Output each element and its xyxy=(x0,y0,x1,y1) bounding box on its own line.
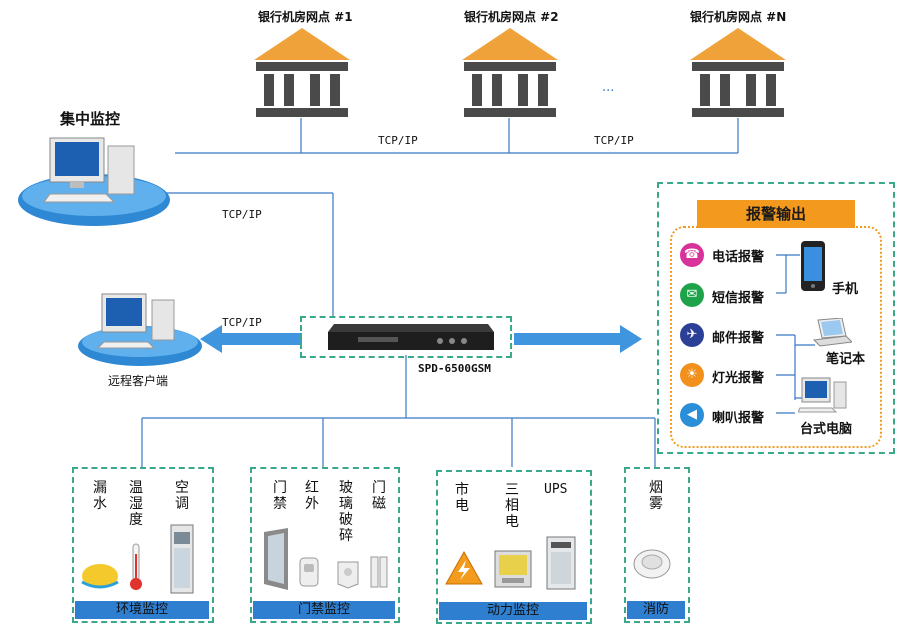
desktop-computer-icon xyxy=(78,293,202,366)
alarm-item-sms: 短信报警 xyxy=(712,291,765,306)
rack-device-icon xyxy=(328,324,494,350)
group-item-label: 空调 xyxy=(175,480,189,512)
sms-icon: ✉ xyxy=(680,283,704,307)
alarm-item-mail: 邮件报警 xyxy=(712,331,765,346)
infrared-sensor-icon xyxy=(299,557,319,587)
phone-icon: ☎ xyxy=(680,243,704,267)
group-item-label: 温湿度 xyxy=(129,480,143,528)
bank-2: 银行机房网点 #2 xyxy=(458,8,568,120)
alarm-item-light: 灯光报警 xyxy=(712,371,765,386)
protocol-label-bus-1: TCP/IP xyxy=(378,134,418,147)
device-model-label: SPD-6500GSM xyxy=(418,362,491,375)
protocol-label-remote: TCP/IP xyxy=(222,316,262,329)
group-access-control xyxy=(250,467,400,623)
group-item-label: 市电 xyxy=(455,482,469,514)
glass-break-sensor-icon xyxy=(337,561,359,589)
bank-ellipsis: ··· xyxy=(602,84,615,99)
protocol-label-bus-2: TCP/IP xyxy=(594,134,634,147)
device-box xyxy=(300,316,512,358)
ups-cabinet-icon xyxy=(546,536,576,590)
desktop-computer-icon xyxy=(798,377,847,413)
group-environment xyxy=(72,467,214,623)
mobile-phone-icon xyxy=(801,241,825,291)
door-magnet-icon xyxy=(370,556,388,588)
target-mobile-label: 手机 xyxy=(832,282,859,297)
bank-building-icon xyxy=(690,28,786,117)
alarm-output-panel xyxy=(657,182,895,454)
thermometer-icon xyxy=(130,543,142,590)
door-icon xyxy=(264,528,288,590)
bank-1: 银行机房网点 #1 xyxy=(250,8,360,120)
desktop-computer-icon xyxy=(18,137,170,226)
target-desktop-label: 台式电脑 xyxy=(800,422,853,437)
central-monitor-label: 集中监控 xyxy=(60,110,121,128)
group-title: 消防 xyxy=(627,601,685,619)
group-title: 门禁监控 xyxy=(253,601,395,619)
group-item-label: 门禁 xyxy=(273,480,287,512)
arrow-to-alarm-output xyxy=(514,325,642,353)
group-item-label: 漏水 xyxy=(93,480,107,512)
bank-building-icon xyxy=(462,28,558,117)
group-item-label: 玻璃破碎 xyxy=(339,480,353,544)
target-laptop-label: 笔记本 xyxy=(826,352,866,367)
group-item-label: 烟雾 xyxy=(649,480,663,512)
group-item-label: 三相电 xyxy=(505,482,519,530)
remote-client-label: 远程客户端 xyxy=(108,374,169,388)
arrow-to-remote-client xyxy=(200,325,302,353)
mail-icon: ✈ xyxy=(680,323,704,347)
alarm-item-phone: 电话报警 xyxy=(712,250,765,265)
smoke-detector-icon xyxy=(633,549,671,579)
laptop-icon xyxy=(812,318,852,347)
central-monitor: 集中监控 xyxy=(14,108,174,228)
light-icon: ☀ xyxy=(680,363,704,387)
group-fire xyxy=(624,467,690,623)
group-power xyxy=(436,470,592,624)
warning-high-voltage-icon xyxy=(445,550,483,585)
group-item-label: 门磁 xyxy=(372,480,386,512)
air-conditioner-icon xyxy=(170,524,194,594)
power-meter-icon xyxy=(494,550,532,588)
speaker-icon: ◀ xyxy=(680,403,704,427)
group-item-label: 红外 xyxy=(305,480,319,512)
protocol-label-central: TCP/IP xyxy=(222,208,262,221)
bank-building-icon xyxy=(254,28,350,117)
bank-label: 银行机房网点 #2 xyxy=(464,10,559,24)
bank-label: 银行机房网点 #N xyxy=(690,10,787,24)
device-unit xyxy=(328,322,494,352)
bank-label: 银行机房网点 #1 xyxy=(258,10,353,24)
alarm-output-title: 报警输出 xyxy=(697,200,855,228)
bank-n: 银行机房网点 #N xyxy=(686,8,796,120)
group-title: 环境监控 xyxy=(75,601,209,619)
water-leak-sensor-icon xyxy=(81,564,119,589)
group-item-label: UPS xyxy=(544,482,568,497)
group-title: 动力监控 xyxy=(439,602,587,620)
remote-client: 远程客户端 xyxy=(76,290,206,390)
alarm-item-speaker: 喇叭报警 xyxy=(712,411,765,426)
